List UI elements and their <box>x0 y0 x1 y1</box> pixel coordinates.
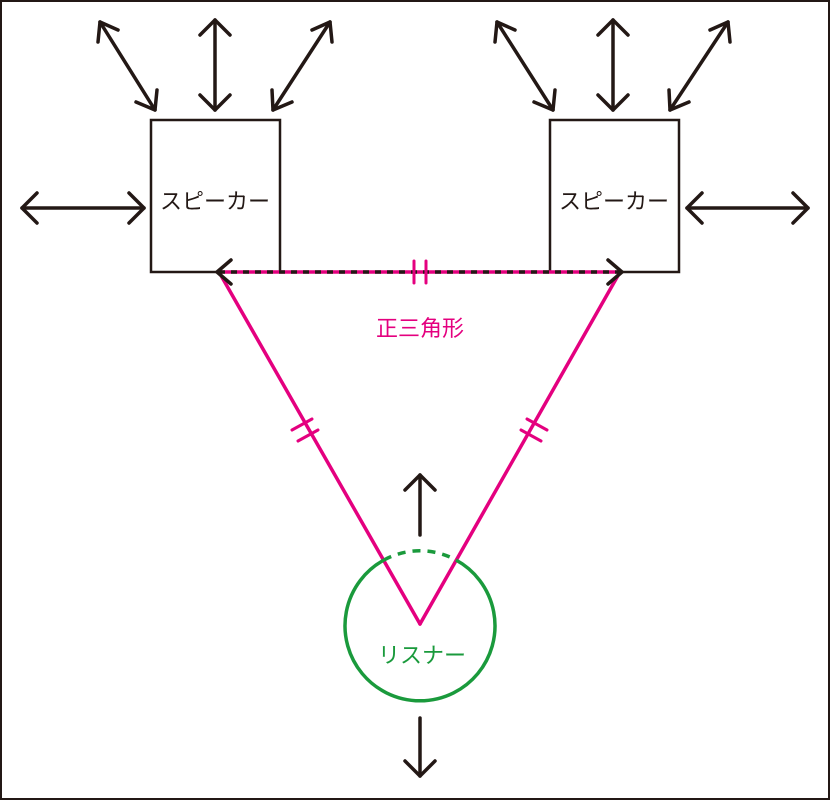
right-tick-1 <box>525 417 549 432</box>
left-speaker-arrow-diag-right <box>270 20 334 112</box>
triangle-label: 正三角形 <box>376 317 464 342</box>
triangle-left-side <box>217 270 422 626</box>
left-speaker-arrow-side <box>20 191 146 225</box>
right-speaker-arrow-diag-right <box>667 20 732 112</box>
speaker-right-box <box>548 118 681 274</box>
right-speaker-arrows <box>493 18 810 225</box>
equal-tick-marks <box>290 259 549 443</box>
triangle-sides <box>217 270 622 626</box>
speaker-left-label: スピーカー <box>160 190 270 215</box>
right-speaker-arrow-up <box>596 18 630 112</box>
right-tick-2 <box>519 428 543 443</box>
left-tick-1 <box>290 417 314 432</box>
listener-arrow-down <box>403 716 437 778</box>
right-speaker-arrow-diag-left <box>493 20 557 112</box>
triangle-right-side <box>418 270 622 626</box>
base-arrowhead-right <box>606 258 624 286</box>
speaker-left-box <box>149 118 282 274</box>
left-speaker-arrows <box>20 18 334 225</box>
listener-label: リスナー <box>378 644 466 669</box>
listener-arrows <box>403 473 437 778</box>
left-speaker-arrow-diag-left <box>96 20 159 112</box>
right-speaker-arrow-side <box>685 191 810 225</box>
listener-arrow-up <box>403 473 437 537</box>
left-tick-2 <box>296 428 320 443</box>
listener-circle <box>343 558 497 703</box>
base-arrowhead-left <box>215 258 233 286</box>
base-arrowheads <box>215 258 624 286</box>
listener-circle-dashed-top <box>383 549 457 562</box>
left-speaker-arrow-up <box>198 18 232 112</box>
speaker-right-label: スピーカー <box>559 190 669 215</box>
